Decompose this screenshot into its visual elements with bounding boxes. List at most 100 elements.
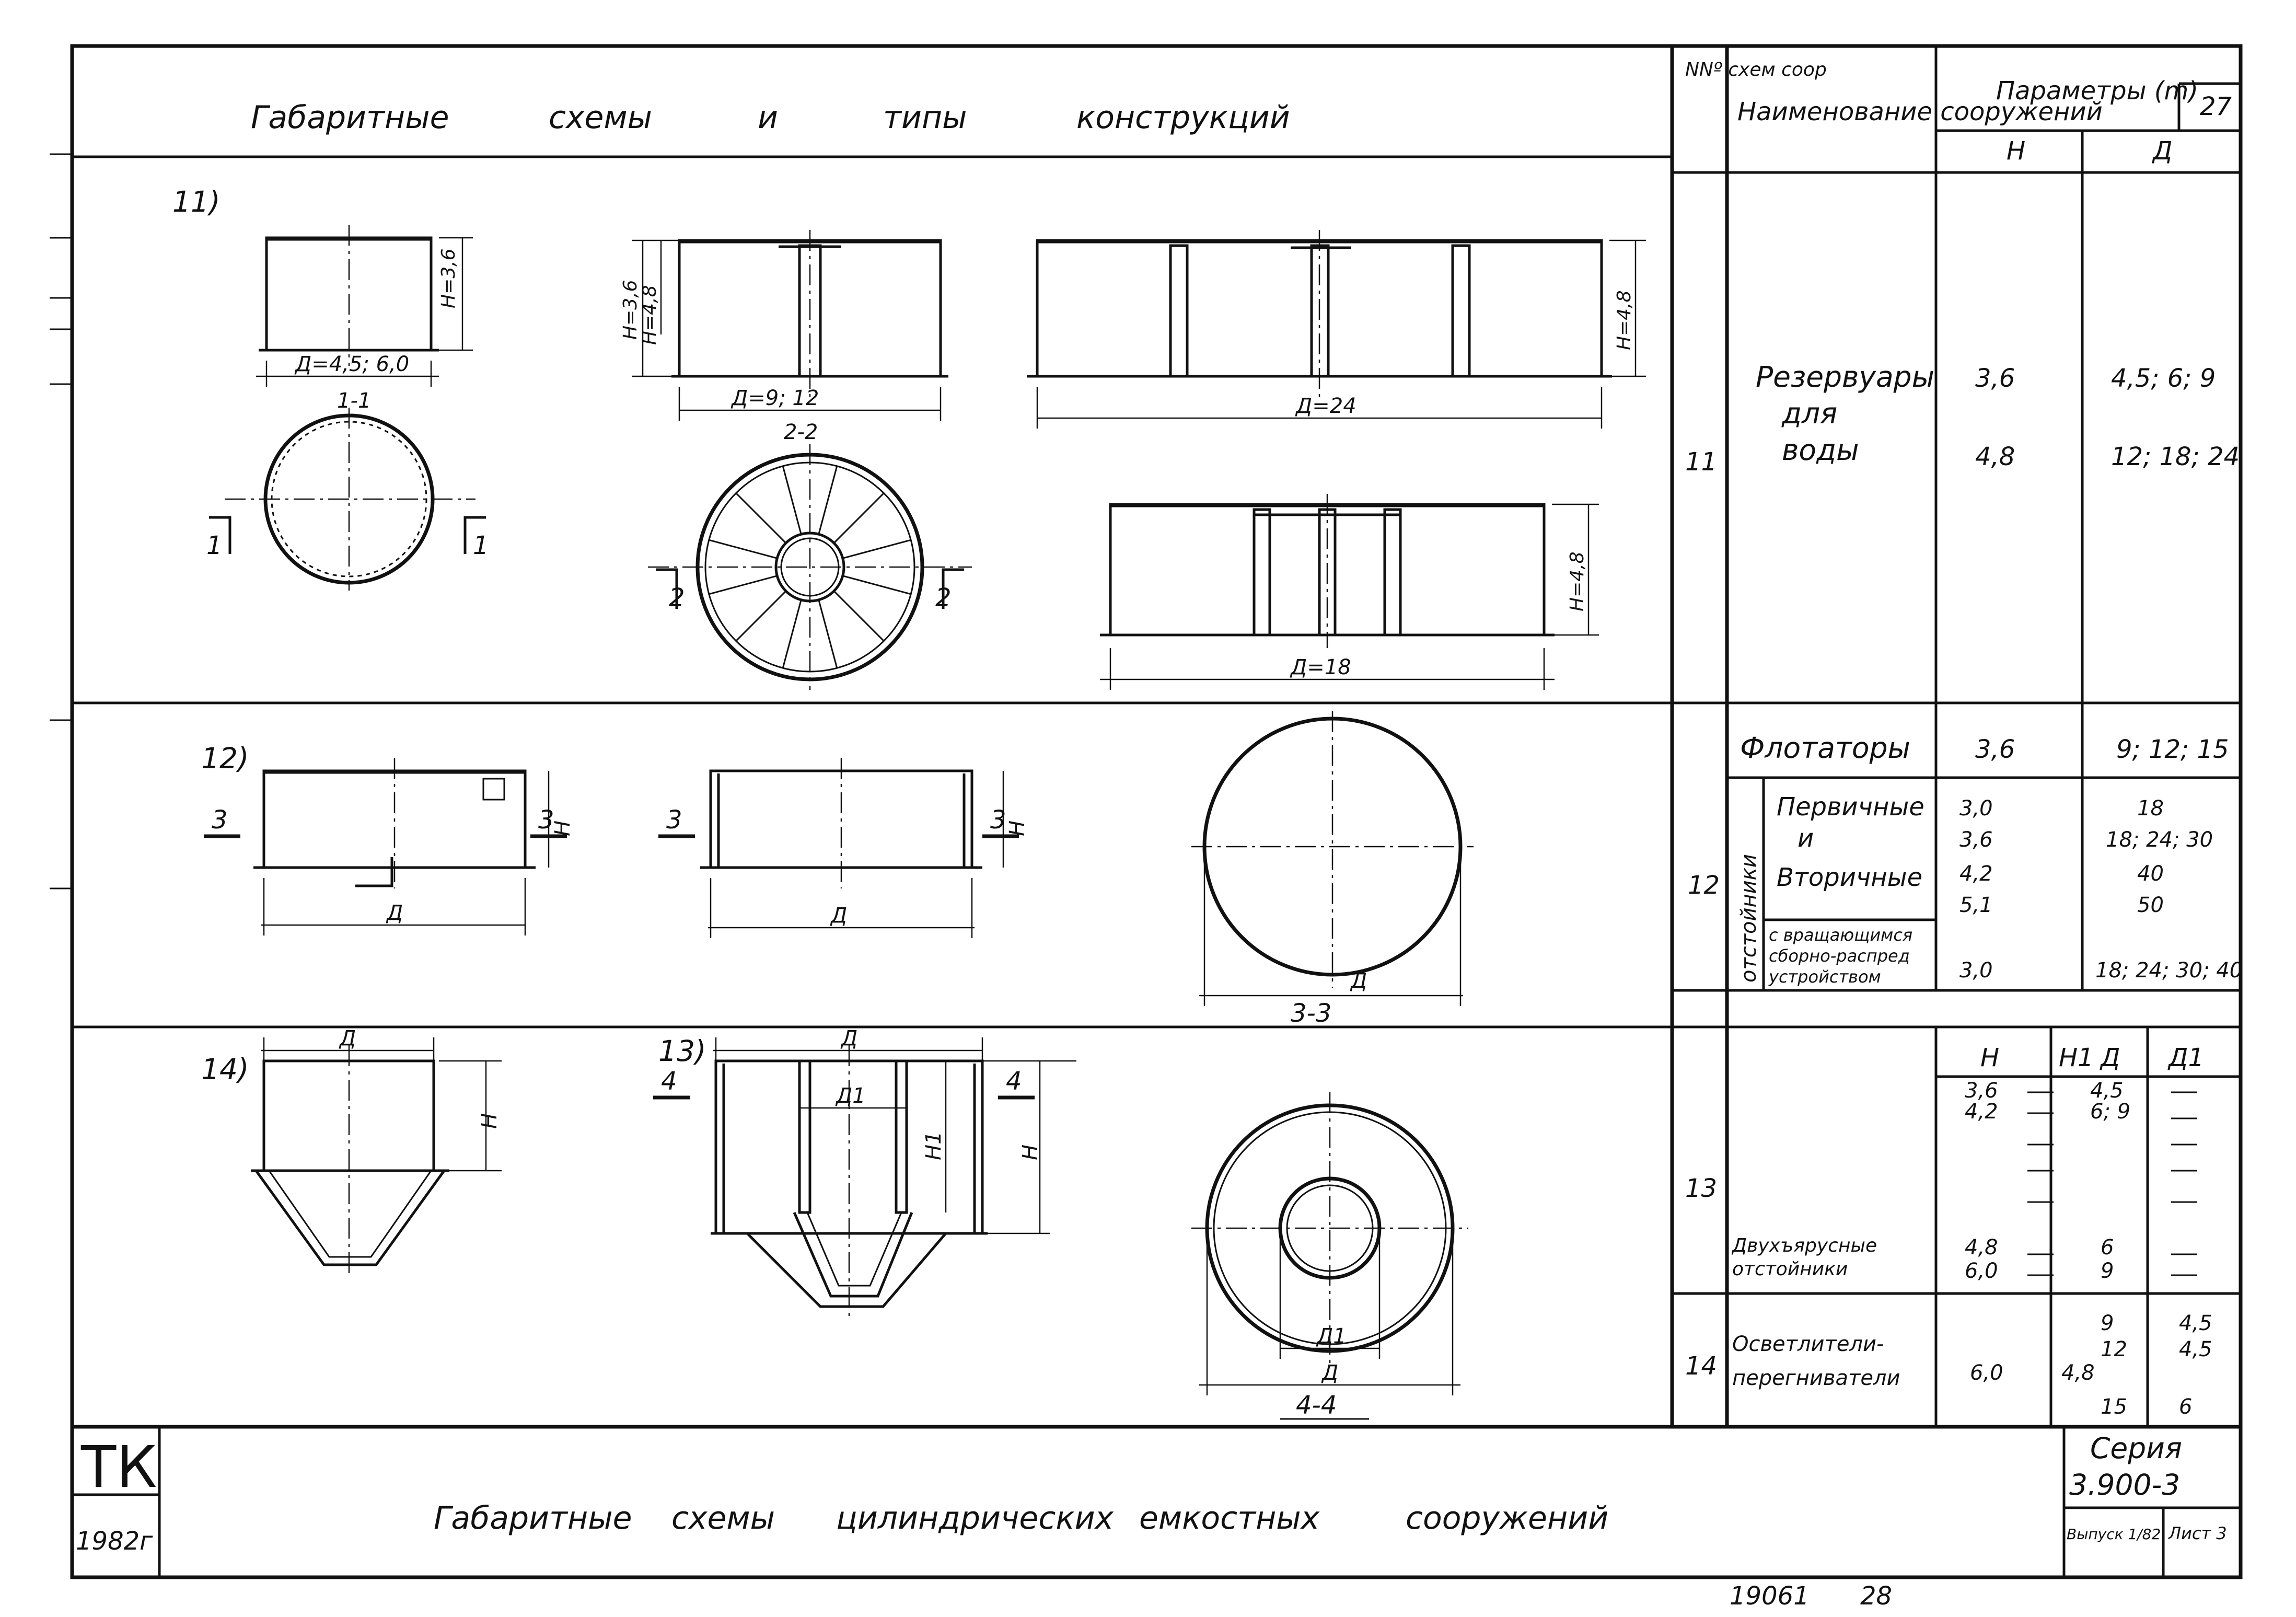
dim-h-12a: H <box>551 821 575 836</box>
spoke-line <box>818 466 838 535</box>
dim-d-14: Д <box>339 1026 356 1050</box>
row13-h-4: 6,0 <box>1965 1259 1998 1283</box>
row12-d-2: 18; 24; 30 <box>2106 828 2213 852</box>
row11-name-1: Резервуары <box>1756 360 1934 394</box>
row12-h-2: 3,6 <box>1959 828 1993 852</box>
row12-d-1: 18 <box>2137 796 2164 821</box>
section-12-label: 12) <box>201 742 249 775</box>
spoke-line <box>842 539 911 559</box>
cut-mark-3c: 3 <box>666 805 682 835</box>
row12-flot-d: 9; 12; 15 <box>2116 735 2229 764</box>
title-bottom-1: Габаритные <box>434 1500 632 1537</box>
row13-d-2: 6; 9 <box>2090 1100 2130 1124</box>
title-word-5: конструкций <box>1076 99 1290 136</box>
sub-h: H <box>1980 1043 1999 1072</box>
title-word-2: схемы <box>549 99 652 136</box>
col-name-label: Наименование сооружений <box>1737 97 2103 126</box>
row12b-name-2: сборно-распред <box>1769 946 1910 966</box>
spoke-line <box>735 492 787 544</box>
tank-18-elevation: Д=18 H=4,8 <box>1100 494 1599 690</box>
row14-d-3: 15 <box>2101 1395 2127 1419</box>
dim-h2b: H=4,8 <box>639 285 660 345</box>
spoke-line <box>782 599 802 668</box>
row12b-h: 3,0 <box>1959 958 1993 983</box>
row14-d1-1: 4,5 <box>2179 1311 2212 1335</box>
tank-small-elevation: Д=4,5; 6,0 H=3,6 1-1 <box>256 225 473 413</box>
dim-h-14: H <box>478 1113 502 1129</box>
col-d-label: Д <box>2152 136 2173 166</box>
dim-d-13: Д <box>840 1026 857 1050</box>
section-3-3: 3-3 <box>1291 999 1331 1028</box>
tank-medium-plan: 2 2 <box>648 444 972 690</box>
spoke-line <box>842 575 911 595</box>
row14-h1: 4,8 <box>2061 1361 2095 1385</box>
title-bottom-4: емкостных <box>1139 1500 1320 1537</box>
issue-label: Выпуск 1/82 <box>2067 1526 2161 1543</box>
dim-h4: H=4,8 <box>1567 552 1588 612</box>
row12-name-3: Вторичные <box>1777 863 1922 892</box>
logo: ТК <box>80 1434 157 1500</box>
spoke-line <box>709 539 778 559</box>
section-13-14-drawings: 14) Д H 13) <box>201 1026 1468 1420</box>
cut-mark-2a: 2 <box>669 583 685 613</box>
row11-d-1: 4,5; 6; 9 <box>2111 364 2216 393</box>
dim-d2: Д=9; 12 <box>730 386 819 410</box>
row12b-name-3: устройством <box>1768 967 1881 987</box>
row12-h-4: 5,1 <box>1959 893 1993 917</box>
dim-d-12c: Д <box>1350 969 1367 993</box>
row14-num: 14 <box>1685 1352 1717 1381</box>
section-13-label: 13) <box>658 1034 706 1068</box>
dim-h-12b: H <box>1005 821 1029 836</box>
tank-large-elevation: Д=24 H=4,8 <box>1027 230 1646 429</box>
title-bottom-3: цилиндрических <box>836 1500 1114 1537</box>
row13-d-4: 9 <box>2101 1259 2114 1283</box>
row11-num: 11 <box>1685 447 1717 477</box>
row13-num: 13 <box>1685 1174 1717 1203</box>
tank-small-plan: 1 1 <box>206 408 489 591</box>
plan-4-4: Д1 Д 4-4 <box>1191 1092 1468 1420</box>
row13-h-1: 3,6 <box>1965 1079 1998 1103</box>
section-14-label: 14) <box>201 1053 249 1086</box>
row13-h-3: 4,8 <box>1965 1235 1998 1260</box>
row12-num: 12 <box>1688 871 1720 900</box>
col-num-label: NNº схем соор <box>1685 59 1827 80</box>
dim-h1-13: H1 <box>922 1131 946 1160</box>
dim-d1: Д=4,5; 6,0 <box>294 352 409 376</box>
row14-d-1: 9 <box>2101 1311 2114 1335</box>
title-word-4: типы <box>883 99 967 136</box>
dim-d3: Д=24 <box>1295 394 1356 418</box>
cut-mark-1b: 1 <box>473 531 489 560</box>
row12-name-1: Первичные <box>1777 792 1924 822</box>
row14-d-2: 12 <box>2101 1337 2127 1361</box>
spoke-line <box>833 590 885 642</box>
tank-medium-elevation: Д=9; 12 H=3,6 H=4,8 2-2 <box>620 230 948 444</box>
col-params-label: Параметры (m) <box>1996 76 2198 106</box>
sheet-label: Лист 3 <box>2168 1523 2227 1543</box>
row12-group: отстойники <box>1737 854 1761 983</box>
cut-mark-2b: 2 <box>935 583 952 613</box>
plan-3-3: Д 3-3 <box>1191 711 1474 1028</box>
frame <box>50 44 2243 1579</box>
footer: 19061 28 <box>1730 1581 1892 1611</box>
settler-elevation: 3 3 H Д <box>658 758 1029 938</box>
col-h-label: H <box>2007 136 2025 166</box>
row13-d-1: 4,5 <box>2090 1079 2124 1103</box>
row13-d-3: 6 <box>2101 1235 2114 1260</box>
params-table: NNº схем соор Наименование сооружений Па… <box>1672 46 2243 1427</box>
row12b-name-1: с вращающимся <box>1769 925 1912 945</box>
tank-14-elevation: Д H <box>251 1026 502 1275</box>
title-block: ТК 1982г Габаритные схемы цилиндрических… <box>72 1427 2241 1577</box>
section-4-4: 4-4 <box>1296 1391 1337 1420</box>
row14-h: 6,0 <box>1970 1361 2003 1385</box>
title-word-3: и <box>758 99 778 136</box>
dim-d-44: Д <box>1321 1361 1338 1385</box>
row12-name-2: и <box>1798 824 1814 853</box>
spoke-line <box>833 492 885 544</box>
spoke-line <box>709 575 778 595</box>
section-12-drawings: 12) 3 3 H Д 3 <box>201 711 1474 1028</box>
title-bottom-2: схемы <box>671 1500 775 1537</box>
row11-h-2: 4,8 <box>1975 442 2015 471</box>
row12-d-4: 50 <box>2137 893 2164 917</box>
cut-mark-3a: 3 <box>212 805 228 835</box>
